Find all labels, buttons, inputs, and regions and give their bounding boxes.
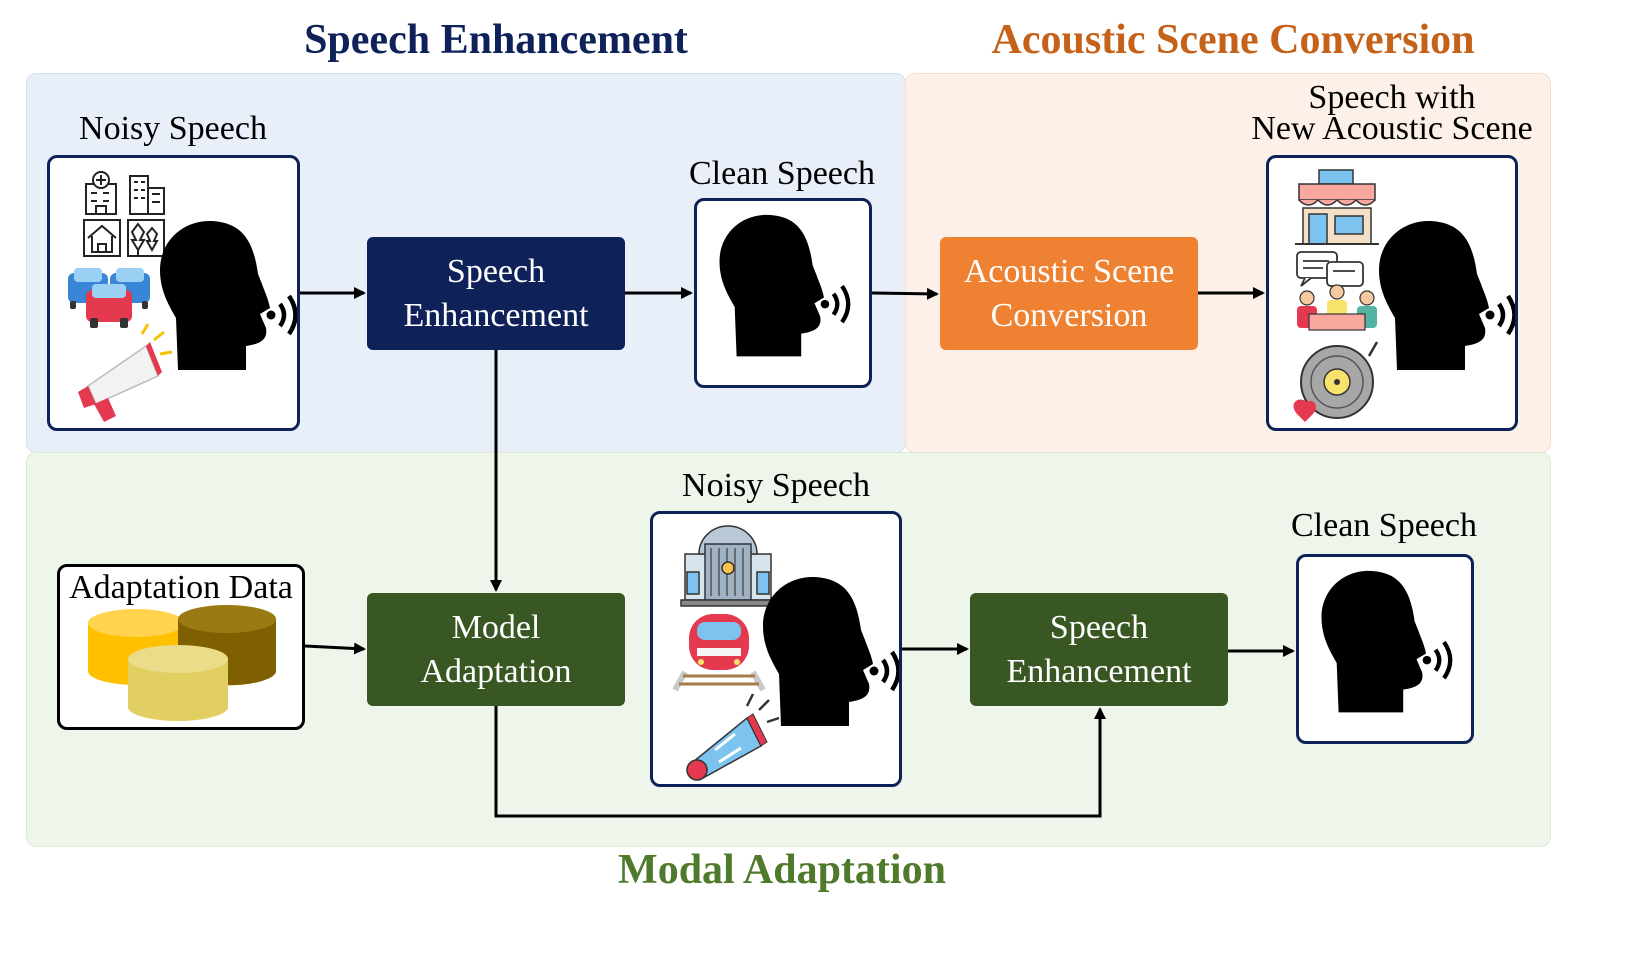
train-station-icon	[680, 525, 776, 607]
trees-icon	[127, 219, 165, 257]
noisy-speech-frame-bottom	[650, 511, 902, 787]
new-scene-caption-line1: Speech with	[1308, 79, 1476, 116]
train-icon	[672, 614, 766, 692]
clean-speech-frame-top	[694, 198, 872, 388]
cars-icon	[68, 268, 150, 328]
speech-enhancement-label-2: Enhancement	[403, 296, 589, 334]
speech-enhancement-title: Speech Enhancement	[304, 17, 688, 63]
chat-bubbles-icon	[1296, 251, 1364, 287]
model-adaptation-label-2: Adaptation	[420, 652, 572, 690]
speaking-head-icon	[160, 221, 297, 370]
speech-enhancement-label-1: Speech	[446, 252, 546, 290]
speaking-head-icon	[719, 214, 851, 357]
megaphone-icon	[686, 693, 780, 781]
database-icon-3	[128, 645, 228, 721]
speaking-head-icon	[1321, 570, 1453, 713]
noisy-speech-caption-bottom: Noisy Speech	[682, 467, 870, 504]
modal-adaptation-title: Modal Adaptation	[618, 847, 946, 893]
speech-enhancement-label-1: Speech	[1049, 608, 1149, 646]
acoustic-scene-conversion-label-1: Acoustic Scene	[963, 252, 1175, 290]
acoustic-scene-conversion-title: Acoustic Scene Conversion	[991, 17, 1475, 63]
speaking-head-icon	[763, 577, 899, 726]
new-scene-speech-frame	[1266, 155, 1518, 431]
model-adaptation-label-1: Model	[451, 608, 541, 646]
new-scene-caption-line2: New Acoustic Scene	[1251, 110, 1533, 147]
hospital-building-icon	[85, 171, 117, 215]
meeting-people-icon	[1297, 284, 1377, 331]
megaphone-icon	[78, 323, 173, 422]
clean-speech-caption-bottom: Clean Speech	[1291, 507, 1477, 544]
speaking-head-icon	[1379, 221, 1515, 370]
adaptation-data-frame: Adaptation Data	[57, 564, 305, 730]
shop-icon	[1295, 169, 1379, 245]
noisy-speech-frame-top	[47, 155, 300, 431]
speech-enhancement-block-bottom[interactable]: Speech Enhancement	[970, 593, 1228, 706]
model-adaptation-block[interactable]: Model Adaptation	[367, 593, 625, 706]
speech-enhancement-label-2: Enhancement	[1006, 652, 1192, 690]
noisy-speech-caption-top: Noisy Speech	[79, 110, 267, 147]
office-building-icon	[129, 175, 165, 215]
acoustic-scene-conversion-label-2: Conversion	[990, 296, 1148, 334]
clean-speech-frame-bottom	[1296, 554, 1474, 744]
vinyl-record-icon	[1293, 341, 1379, 422]
speech-enhancement-block-top[interactable]: Speech Enhancement	[367, 237, 625, 350]
acoustic-scene-conversion-block[interactable]: Acoustic Scene Conversion	[940, 237, 1198, 350]
house-icon	[83, 219, 121, 257]
adaptation-data-caption: Adaptation Data	[69, 569, 293, 606]
clean-speech-caption-top: Clean Speech	[689, 155, 875, 192]
